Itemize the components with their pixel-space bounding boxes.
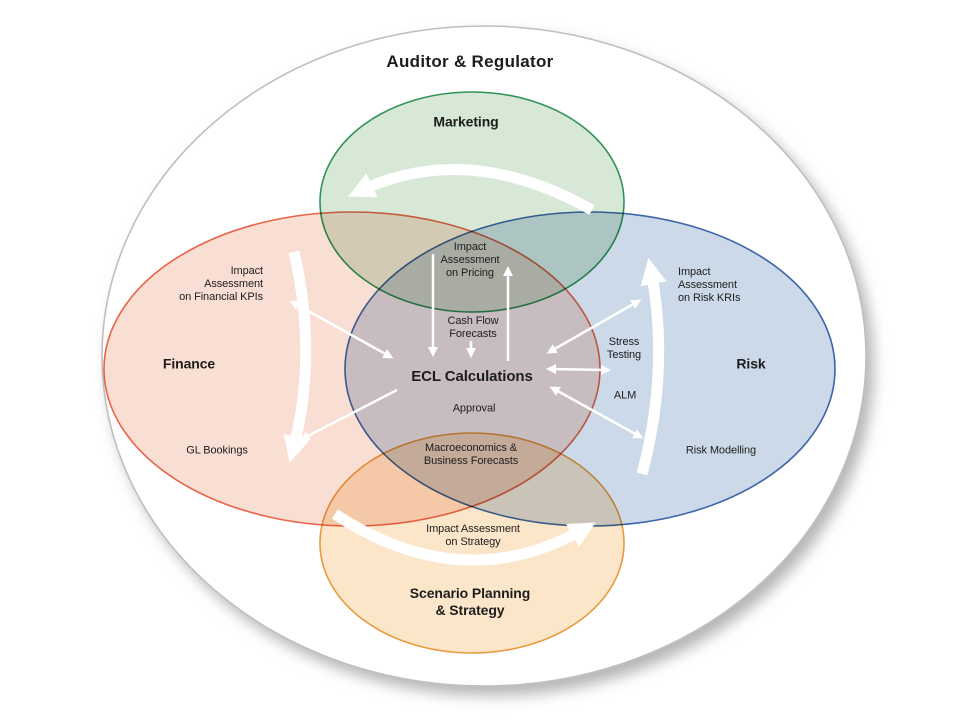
alm-label: ALM <box>613 389 637 402</box>
risk-modelling-label: Risk Modelling <box>685 444 757 457</box>
approval-label: Approval <box>452 402 496 415</box>
impact-risk-kris-label: Impact Assessment on Risk KRIs <box>678 266 741 305</box>
ecl-connector-arrows <box>289 254 644 441</box>
arrow-ecl-gl-bookings <box>299 388 398 441</box>
flow-arrow-risk-to-marketing <box>636 258 667 476</box>
scenario-ellipse <box>319 432 625 654</box>
scenario-ellipse-group <box>319 432 625 654</box>
cash-flow-forecasts-label: Cash Flow Forecasts <box>447 314 499 340</box>
ecl-calculations-label: ECL Calculations <box>411 368 533 385</box>
impact-strategy-label: Impact Assessment on Strategy <box>426 522 520 548</box>
arrow-ecl-risk-kris <box>546 299 642 354</box>
gl-bookings-label: GL Bookings <box>186 444 248 457</box>
arrow-ecl-stress-alm <box>546 364 611 375</box>
arrow-ecl-financial-kpis <box>289 300 394 359</box>
impact-financial-kpis-label: Impact Assessment on Financial KPIs <box>179 265 263 304</box>
diagram-title: Auditor & Regulator <box>386 51 554 71</box>
risk-label: Risk <box>736 355 766 372</box>
arrow-ecl-risk-modelling <box>549 386 644 439</box>
macro-forecasts-label: Macroeconomics & Business Forecasts <box>423 441 519 467</box>
flow-arrow-scenario-to-risk <box>331 509 596 566</box>
flow-arrow-marketing-to-finance <box>348 164 595 215</box>
impact-pricing-label: Impact Assessment on Pricing <box>440 241 500 280</box>
finance-label: Finance <box>162 355 216 372</box>
stress-testing-label: Stress Testing <box>606 335 642 361</box>
scenario-label: Scenario Planning & Strategy <box>409 585 531 618</box>
marketing-label: Marketing <box>433 113 499 130</box>
